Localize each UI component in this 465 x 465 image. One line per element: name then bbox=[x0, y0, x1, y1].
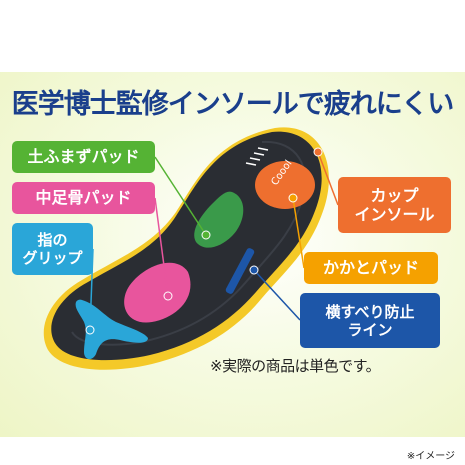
callout-cup-insole-line2: インソール bbox=[354, 205, 435, 224]
callout-toe-grip-line2: グリップ bbox=[22, 249, 83, 267]
callout-arch-pad-label: 土ふまずパッド bbox=[27, 147, 140, 167]
dot-green bbox=[201, 230, 211, 240]
callout-arch-pad: 土ふまずパッド bbox=[12, 141, 155, 173]
callout-metatarsal-pad: 中足骨パッド bbox=[12, 182, 155, 214]
callout-anti-slip-line2: ライン bbox=[347, 320, 393, 339]
callout-toe-grip: 指の グリップ bbox=[12, 223, 93, 275]
metatarsal-pad-shape bbox=[124, 262, 191, 323]
color-disclaimer-note: ※実際の商品は単色です。 bbox=[210, 357, 381, 375]
heel-tick-marks bbox=[245, 147, 269, 166]
dot-yellow bbox=[288, 193, 298, 203]
anti-slip-line-shape bbox=[225, 248, 255, 294]
callout-toe-grip-line1: 指の bbox=[37, 231, 68, 249]
image-caption: ※イメージ bbox=[406, 451, 455, 462]
dot-orange bbox=[313, 147, 323, 157]
callout-metatarsal-pad-label: 中足骨パッド bbox=[35, 188, 132, 208]
callout-cup-insole-line1: カップ bbox=[370, 185, 419, 205]
callout-cup-insole: カップ インソール bbox=[338, 177, 451, 233]
dot-cyan bbox=[85, 325, 95, 335]
insole-body bbox=[51, 131, 322, 361]
headline-title: 医学博士監修インソールで疲れにくい bbox=[11, 89, 454, 120]
dot-blue bbox=[249, 265, 259, 275]
callout-heel-pad: かかとパッド bbox=[304, 252, 438, 284]
callout-anti-slip-line: 横すべり防止 ライン bbox=[300, 293, 440, 348]
callout-anti-slip-line1: 横すべり防止 bbox=[325, 302, 415, 321]
heel-cup-pad bbox=[255, 161, 315, 209]
dot-pink bbox=[163, 291, 173, 301]
callout-heel-pad-label: かかとパッド bbox=[322, 258, 419, 278]
toe-grip-shape bbox=[75, 299, 148, 360]
